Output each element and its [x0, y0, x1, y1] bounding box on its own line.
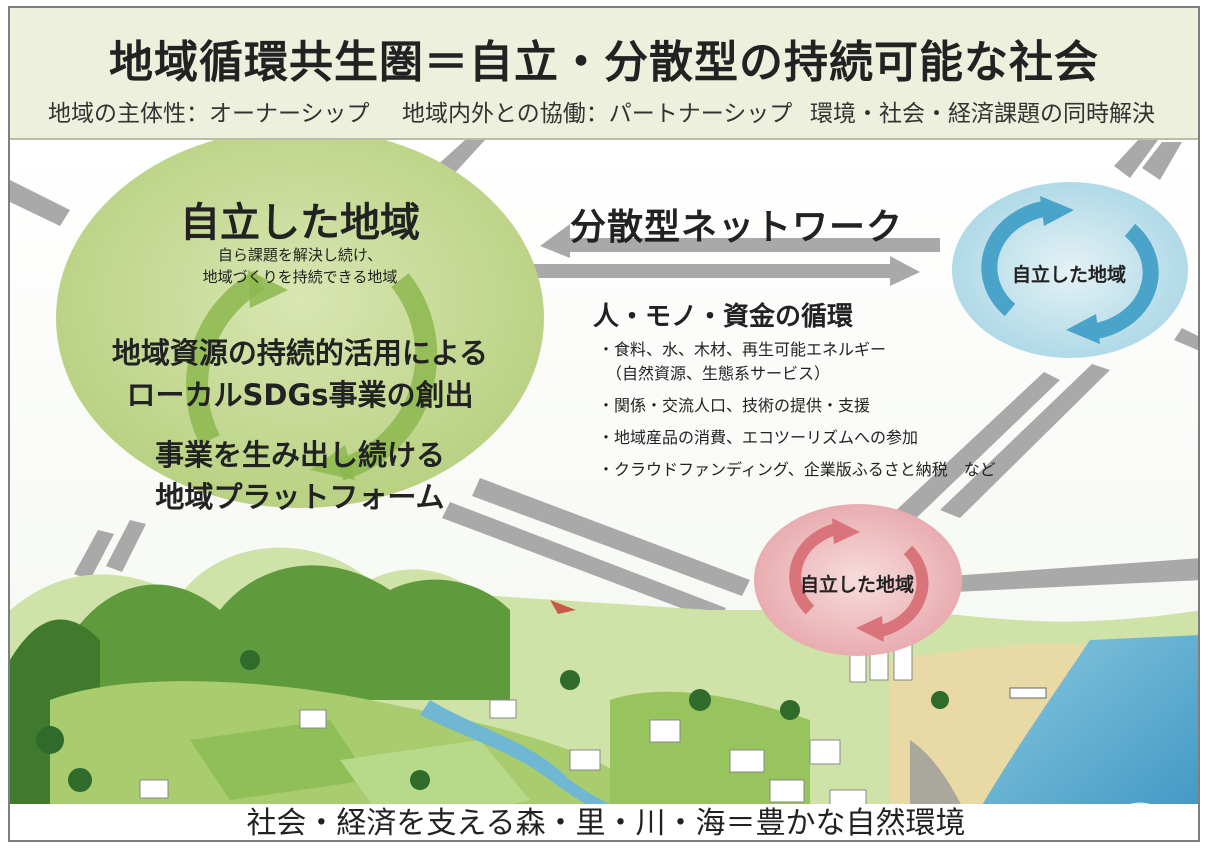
- page-title: 地域循環共生圏＝自立・分散型の持続可能な社会: [109, 37, 1099, 88]
- diagram-canvas: 自立した地域 自ら課題を解決し続け、 地域づくりを持続できる地域 地域資源の持続…: [10, 140, 1198, 840]
- left-region-description-line-2: 地域づくりを持続できる地域: [202, 268, 398, 286]
- network-title: 分散型ネットワーク: [570, 207, 904, 248]
- header: 地域循環共生圏＝自立・分散型の持続可能な社会 地域の主体性：オーナーシップ 地域…: [10, 8, 1198, 140]
- left-region-description: 自ら課題を解決し続け、 地域づくりを持続できる地域: [180, 244, 420, 288]
- left-region-circle: [56, 140, 544, 508]
- left-region-line-3: 事業を生み出し続ける: [154, 438, 445, 472]
- flow-item-1-note: （自然資源、生態系サービス）: [606, 364, 831, 383]
- left-region-line-2: ローカルSDGs事業の創出: [126, 378, 474, 412]
- subtitle-ownership: 地域の主体性：オーナーシップ: [48, 101, 370, 127]
- subtitle-partnership: 地域内外との協働：パートナーシップ: [402, 101, 793, 127]
- flow-item-2: ・関係・交流人口、技術の提供・支援: [598, 396, 871, 415]
- footer-caption: 社会・経済を支える森・里・川・海＝豊かな自然環境: [10, 804, 1198, 840]
- flow-item-1: ・食料、水、木材、再生可能エネルギー: [598, 340, 887, 359]
- flows-title: 人・モノ・資金の循環: [593, 302, 854, 332]
- left-region-line-4: 地域プラットフォーム: [155, 480, 445, 514]
- pink-region-title: 自立した地域: [800, 574, 915, 596]
- subtitle-solution: 環境・社会・経済課題の同時解決: [810, 101, 1155, 127]
- flow-item-3: ・地域産品の消費、エコツーリズムへの参加: [598, 428, 919, 447]
- blue-region-title: 自立した地域: [1012, 264, 1127, 286]
- pink-region-circle: [754, 504, 962, 656]
- diagram-graphics: [10, 140, 1198, 840]
- diagram-frame: 地域循環共生圏＝自立・分散型の持続可能な社会 地域の主体性：オーナーシップ 地域…: [8, 6, 1200, 842]
- left-region-description-line-1: 自ら課題を解決し続け、: [217, 246, 383, 264]
- flow-item-4: ・クラウドファンディング、企業版ふるさと納税 など: [598, 460, 996, 479]
- left-region-title: 自立した地域: [180, 200, 420, 246]
- left-region-line-1: 地域資源の持続的活用による: [111, 336, 489, 370]
- blue-region-circle: [952, 182, 1188, 358]
